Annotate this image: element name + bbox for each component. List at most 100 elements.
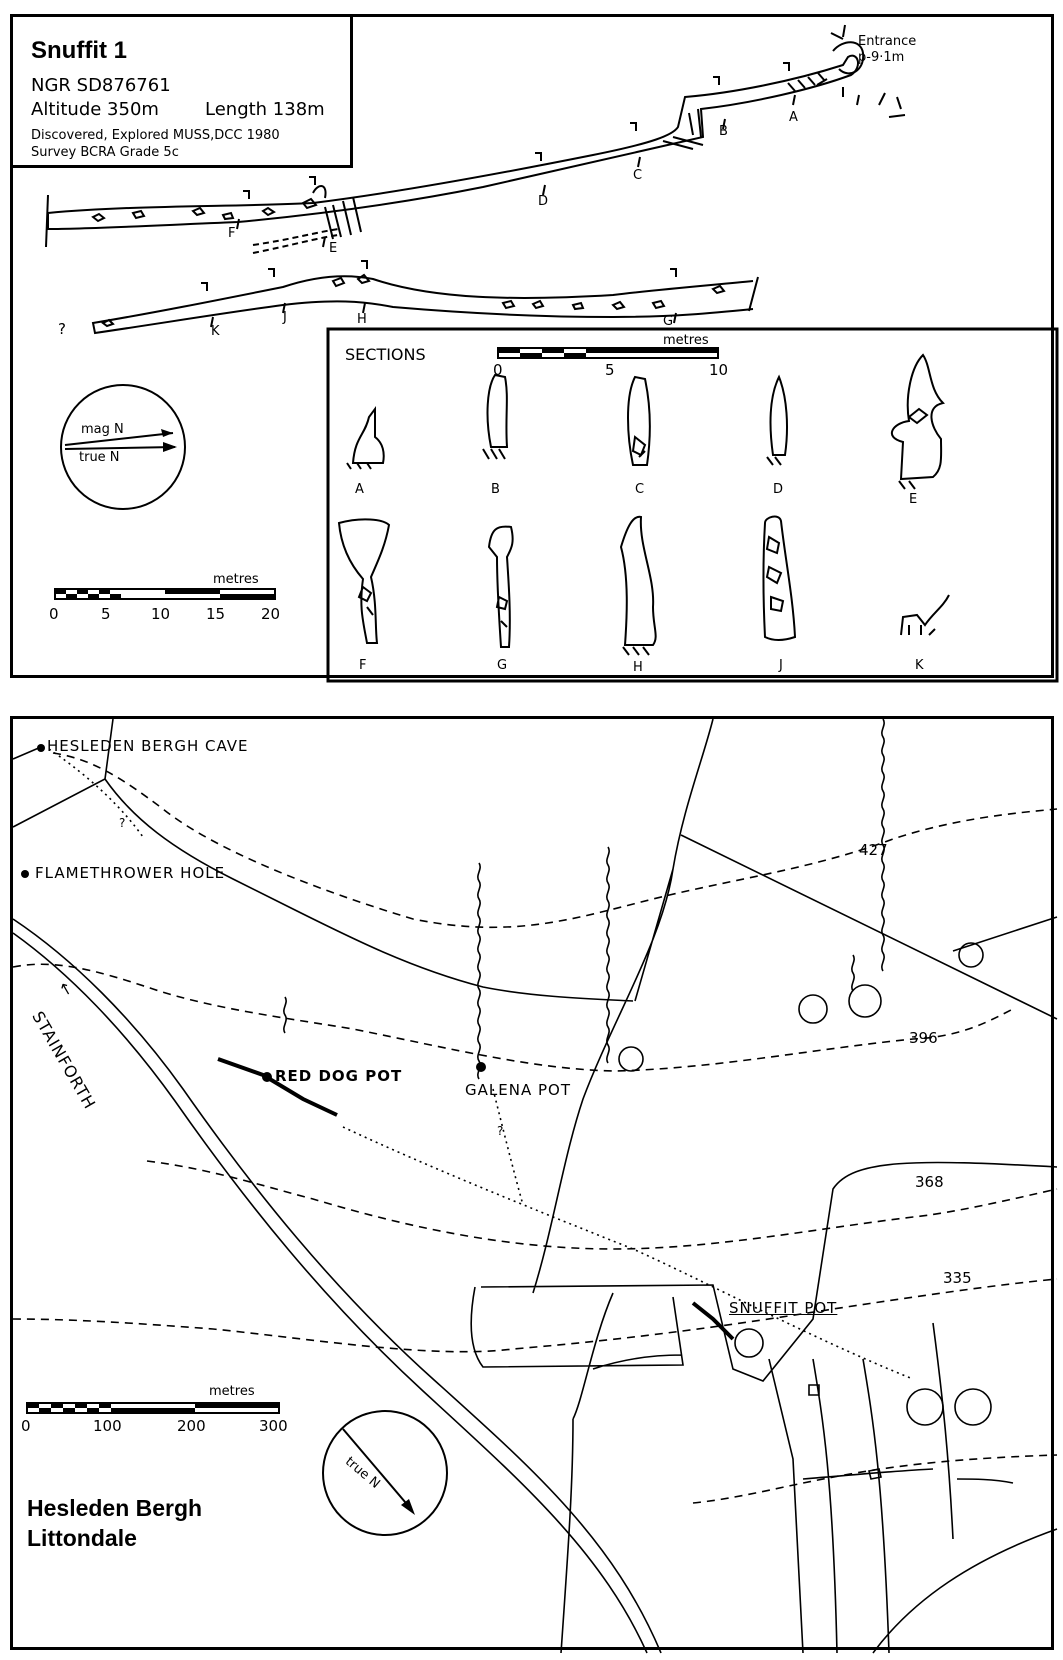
compass-true-n: true N (79, 450, 120, 465)
red-dog-pot-dot (262, 1072, 272, 1082)
entrance-shakehole (816, 24, 906, 118)
site-hesleden-bergh-cave: HESLEDEN BERGH CAVE (47, 737, 249, 755)
route-question-2: ? (497, 1124, 504, 1138)
map-title-line1: Hesleden Bergh (27, 1495, 203, 1521)
sections-scale-bar (497, 347, 719, 359)
entrance-pitch: p-9·1m (858, 50, 905, 65)
passage-unknown-end: ? (58, 320, 66, 338)
section-d-shape (766, 374, 788, 466)
entrance-label: Entrance (858, 34, 917, 49)
galena-pot-dot (476, 1062, 486, 1072)
upper-passage-boulders (91, 185, 327, 223)
plan-letter-a: A (789, 110, 798, 125)
section-ticks (210, 94, 796, 328)
plan-letter-h: H (357, 312, 367, 327)
sections-box (326, 327, 1059, 683)
section-label-d: D (773, 482, 784, 497)
upper-passage-hatch (324, 72, 826, 240)
area-map-drawing (12, 718, 1058, 1654)
plan-letter-c: C (633, 168, 643, 183)
flamethrower-hole-dot (21, 870, 29, 878)
map-scale-unit: metres (209, 1384, 255, 1399)
route-question-1: ? (119, 816, 126, 830)
section-markers (201, 62, 790, 291)
section-label-k: K (915, 658, 924, 673)
site-flamethrower-hole: FLAMETHROWER HOLE (35, 864, 226, 882)
section-label-c: C (635, 482, 645, 497)
side-passage-dashed (252, 228, 339, 254)
contour-427: 427 (859, 841, 888, 859)
section-f-shape (337, 518, 391, 644)
survey-compass (60, 384, 186, 510)
route-lines (48, 748, 914, 1380)
survey-panel: Snuffit 1 NGR SD876761 Altitude 350m Len… (10, 14, 1059, 683)
section-e-shape (890, 353, 945, 490)
cross-sections (337, 353, 950, 656)
section-b-shape (482, 373, 509, 460)
plan-letter-e: E (329, 241, 338, 256)
sections-heading: SECTIONS (345, 345, 426, 364)
survey-title: Snuffit 1 (31, 37, 127, 64)
survey-grade: Survey BCRA Grade 5c (31, 145, 179, 160)
section-k-shape (900, 594, 950, 636)
stainforth-road (12, 918, 662, 1654)
plan-scale-unit: metres (213, 572, 259, 587)
plan-letter-k: K (211, 324, 220, 339)
contour-396: 396 (909, 1029, 938, 1047)
plan-letter-f: F (228, 226, 236, 241)
map-scale-bar (26, 1402, 280, 1414)
upper-passage-outline (45, 54, 859, 248)
plan-scale-tick-5: 5 (101, 605, 111, 623)
map-scale-tick-200: 200 (177, 1417, 206, 1435)
section-label-a: A (355, 482, 364, 497)
section-label-e: E (909, 492, 918, 507)
survey-discovered: Discovered, Explored MUSS,DCC 1980 (31, 128, 280, 143)
map-scale-tick-300: 300 (259, 1417, 288, 1435)
site-snuffit-pot-label: SNUFFIT POT (729, 1299, 838, 1317)
section-j-shape (762, 515, 797, 641)
contour-lines (12, 752, 1058, 1504)
section-label-b: B (491, 482, 500, 497)
contour-335: 335 (943, 1269, 972, 1287)
section-c-shape (627, 375, 651, 466)
shakeholes (618, 942, 992, 1426)
section-label-g: G (497, 658, 508, 673)
section-h-shape (619, 515, 657, 656)
sections-scale-tick-5: 5 (605, 361, 615, 379)
plan-scale-tick-10: 10 (151, 605, 171, 623)
survey-length: Length 138m (205, 99, 325, 120)
plan-scale-tick-0: 0 (49, 605, 59, 623)
sections-scale-unit: metres (663, 333, 709, 348)
plan-scale-bar (54, 588, 276, 600)
site-galena-pot: GALENA POT (465, 1081, 571, 1099)
hesleden-bergh-cave-dot (37, 744, 45, 752)
section-label-f: F (359, 658, 367, 673)
section-label-h: H (633, 660, 643, 675)
survey-altitude: Altitude 350m (31, 99, 159, 120)
map-scale-tick-0: 0 (21, 1417, 31, 1435)
section-a-shape (346, 406, 385, 470)
plan-scale-tick-15: 15 (206, 605, 226, 623)
field-walls (12, 718, 1058, 1654)
map-title-line2: Littondale (27, 1525, 137, 1551)
plan-letter-b: B (719, 124, 728, 139)
cave-plan-drawing (45, 24, 1059, 683)
lower-passage-outline (91, 275, 759, 335)
map-compass (322, 1410, 448, 1536)
site-red-dog-pot: RED DOG POT (275, 1067, 403, 1085)
contour-368: 368 (915, 1173, 944, 1191)
snuffit-passage (691, 1301, 735, 1341)
section-g-shape (487, 525, 514, 648)
survey-ngr: NGR SD876761 (31, 75, 171, 96)
buildings (808, 1384, 882, 1480)
plan-letter-j: J (283, 310, 287, 325)
area-map-panel: HESLEDEN BERGH CAVE FLAMETHROWER HOLE RE… (10, 716, 1058, 1654)
plan-letter-g: G (663, 314, 674, 329)
section-label-j: J (779, 658, 783, 673)
red-dog-passage (217, 1057, 338, 1117)
plan-letter-d: D (538, 194, 549, 209)
streams (283, 718, 885, 1080)
lower-passage-boulders (101, 273, 726, 328)
sections-scale-tick-10: 10 (709, 361, 729, 379)
sections-scale-tick-0: 0 (493, 361, 503, 379)
